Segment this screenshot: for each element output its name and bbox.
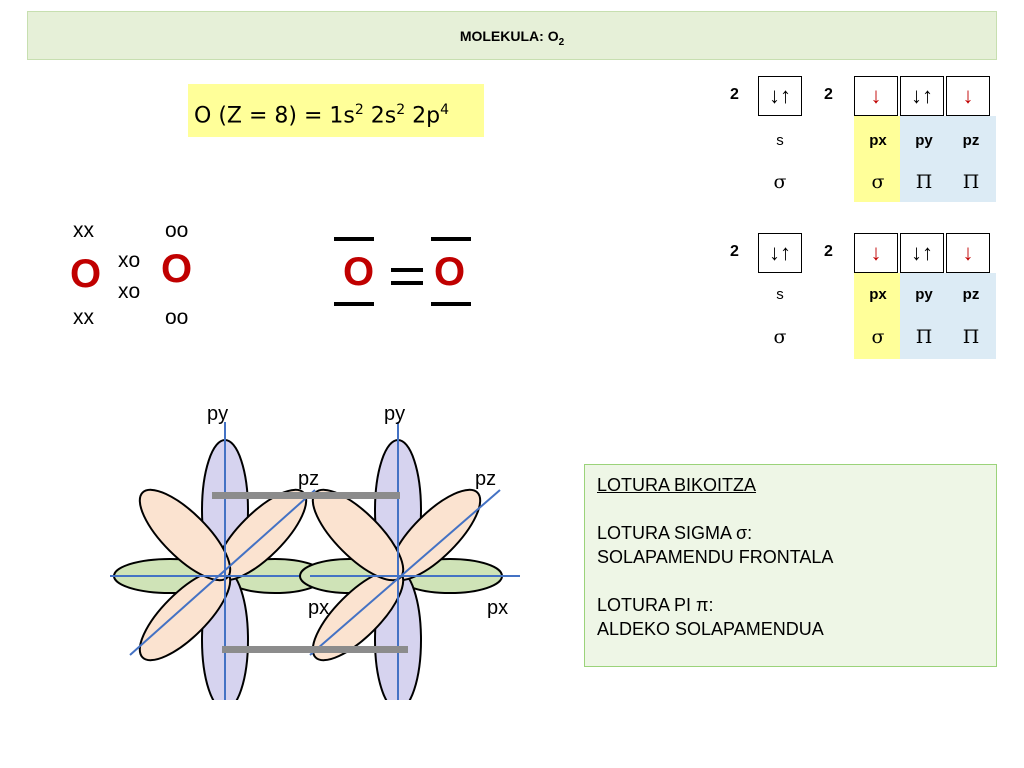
- lone-pair-bar: [334, 237, 374, 241]
- axis-z: [129, 489, 316, 656]
- double-bond-line: [391, 268, 423, 272]
- double-bond-heading: LOTURA BIKOITZA: [597, 475, 757, 495]
- formula-1s-exp: 2: [354, 102, 364, 118]
- title-bar: MOLEKULA: O2: [27, 11, 997, 60]
- orbital-overlap-right: [299, 422, 520, 700]
- lewis-oxygen-right: O: [161, 247, 193, 291]
- p-electron-count: 2: [824, 86, 833, 103]
- s-label: s: [776, 132, 784, 149]
- py-orbital-box: ↓↑: [900, 233, 944, 273]
- s-electron-count: 2: [730, 86, 739, 103]
- py-label-left: py: [207, 403, 229, 425]
- s-bond-type: σ: [773, 326, 787, 348]
- structure-oxygen-left: O: [343, 250, 375, 294]
- px-label: px: [869, 286, 887, 303]
- formula-element: O: [194, 103, 212, 129]
- py-label: py: [915, 132, 933, 149]
- pz-bond-type: Π: [962, 326, 980, 348]
- pz-lobe: [138, 488, 232, 582]
- formula-1s: = 1s: [303, 103, 355, 129]
- px-orbital-box: ↓: [854, 76, 898, 116]
- double-bond-line: [391, 281, 423, 285]
- py-orbital-box: ↓↑: [900, 76, 944, 116]
- title-text: MOLEKULA: O: [459, 28, 559, 44]
- px-label-left: px: [308, 597, 330, 619]
- s-label: s: [776, 286, 784, 303]
- structure-oxygen-right: O: [434, 250, 466, 294]
- pz-label-left: pz: [298, 468, 320, 490]
- title-subscript: 2: [558, 36, 565, 48]
- lewis-xx-top: xx: [73, 219, 94, 242]
- py-column-bg: [900, 116, 946, 202]
- px-column-bg: [854, 116, 900, 202]
- lone-pair-bar: [431, 302, 471, 306]
- p-orbital-overlap-diagram: [110, 422, 520, 700]
- formula-2s-exp: 2: [396, 102, 406, 118]
- pi-bond-heading: LOTURA PI π:: [597, 595, 714, 615]
- py-label: py: [915, 286, 933, 303]
- formula-2s: 2s: [363, 103, 397, 129]
- sigma-bond-description: SOLAPAMENDU FRONTALA: [597, 547, 834, 567]
- py-label-right: py: [384, 403, 406, 425]
- orbital-overlap-left: [110, 422, 340, 700]
- lewis-xo-1: xo: [118, 249, 141, 272]
- px-bond-type: σ: [871, 171, 885, 193]
- lewis-xo-2: xo: [118, 280, 141, 303]
- px-label-right: px: [487, 597, 509, 619]
- lewis-xx-bottom: xx: [73, 306, 94, 329]
- pi-bond-bar-top: [212, 492, 400, 499]
- s-orbital-box: ↓↑: [758, 233, 802, 273]
- pz-column-bg: [946, 273, 996, 359]
- orbital-diagram-2: 2 ↓↑ 2 ↓ ↓↑ ↓ s px py pz σ σ Π Π: [720, 233, 1000, 363]
- py-bond-type: Π: [915, 171, 933, 193]
- lewis-oo-top: oo: [165, 219, 189, 242]
- pz-orbital-box: ↓: [946, 76, 990, 116]
- px-orbital-box: ↓: [854, 233, 898, 273]
- s-bond-type: σ: [773, 171, 787, 193]
- pz-orbital-box: ↓: [946, 233, 990, 273]
- pz-label-right: pz: [475, 468, 497, 490]
- sigma-bond-heading: LOTURA SIGMA σ:: [597, 523, 753, 543]
- bond-info-box: LOTURA BIKOITZA LOTURA SIGMA σ: SOLAPAME…: [584, 464, 997, 667]
- px-column-bg: [854, 273, 900, 359]
- s-electron-count: 2: [730, 243, 739, 260]
- formula-2p: 2p: [405, 103, 441, 129]
- px-label: px: [869, 132, 887, 149]
- pz-label: pz: [962, 132, 980, 149]
- pz-label: pz: [962, 286, 980, 303]
- lone-pair-bar: [431, 237, 471, 241]
- formula-atomic-number: (Z = 8): [218, 103, 297, 129]
- s-orbital-box: ↓↑: [758, 76, 802, 116]
- axis-z: [309, 489, 501, 656]
- py-bond-type: Π: [915, 326, 933, 348]
- pi-bond-bar-bottom: [222, 646, 408, 653]
- lone-pair-bar: [334, 302, 374, 306]
- px-bond-type: σ: [871, 326, 885, 348]
- p-electron-count: 2: [824, 243, 833, 260]
- pz-column-bg: [946, 116, 996, 202]
- py-column-bg: [900, 273, 946, 359]
- electron-configuration: O (Z = 8) = 1s2 2s2 2p4: [188, 84, 484, 137]
- orbital-diagram-1: 2 ↓↑ 2 ↓ ↓↑ ↓ s px py pz σ σ Π Π: [720, 76, 1000, 206]
- formula-2p-exp: 4: [440, 102, 450, 118]
- lewis-oo-bottom: oo: [165, 306, 189, 329]
- pz-bond-type: Π: [962, 171, 980, 193]
- pi-bond-description: ALDEKO SOLAPAMENDUA: [597, 619, 824, 639]
- lewis-oxygen-left: O: [70, 252, 102, 296]
